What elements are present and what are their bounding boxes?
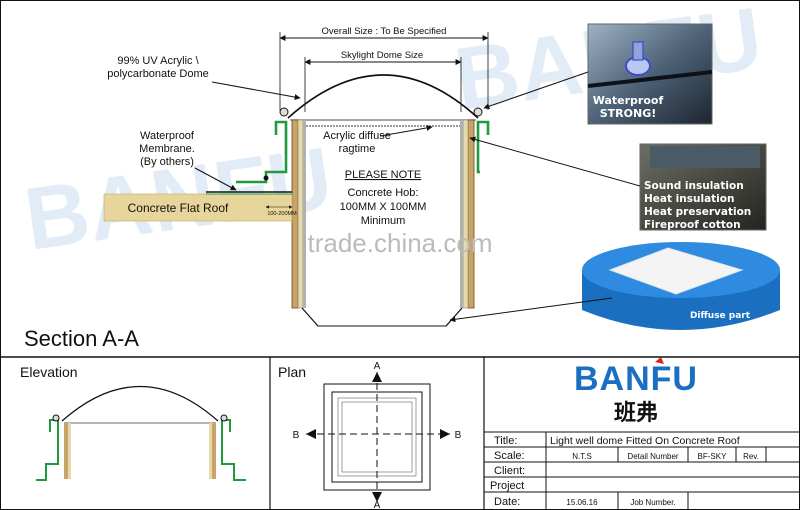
insulation-line1: Sound insulation — [644, 180, 744, 192]
rev-label: Rev. — [743, 452, 759, 461]
overall-size-label: Overall Size : To Be Specified — [322, 26, 447, 37]
waterproof-photo-line1: Waterproof — [593, 94, 664, 107]
acrylic-dome — [287, 74, 479, 119]
elevation-label: Elevation — [20, 364, 78, 380]
note-line3: Minimum — [361, 215, 406, 227]
bottom-diffuser — [301, 307, 463, 327]
note-title: PLEASE NOTE — [345, 169, 421, 181]
diffuse-label-line1: Acrylic diffuse — [323, 130, 391, 142]
detail-label: Detail Number — [627, 452, 678, 461]
diffuse-label-line2: ragtime — [339, 143, 376, 155]
plan-a-top: A — [374, 361, 381, 372]
project-label: Project — [490, 480, 524, 492]
diffuse-part-illustration: Diffuse part — [582, 242, 780, 330]
dome-label-line1: 99% UV Acrylic \ — [117, 55, 199, 67]
membrane-label-line1: Waterproof — [140, 130, 195, 142]
watermark-text: trade.china.com — [308, 228, 493, 258]
insulation-line4: Fireproof cotton — [644, 219, 741, 231]
roof-label: Concrete Flat Roof — [128, 201, 229, 215]
plan-a-bottom: A — [374, 500, 381, 510]
scale-value: N.T.S — [572, 452, 592, 461]
banfu-logo: BANFU 班弗 — [574, 357, 698, 426]
membrane-label-line3: (By others) — [140, 156, 194, 168]
title-label: Title: — [494, 435, 517, 447]
title-value: Light well dome Fitted On Concrete Roof — [550, 435, 740, 447]
date-label: Date: — [494, 496, 520, 508]
note-line1: Concrete Hob: — [348, 187, 419, 199]
skylight-size-label: Skylight Dome Size — [341, 50, 423, 61]
plan-b-right: B — [455, 430, 462, 441]
insulation-line3: Heat preservation — [644, 206, 751, 218]
right-flashing — [476, 120, 490, 174]
right-upstand — [460, 119, 475, 309]
insulation-line2: Heat insulation — [644, 193, 734, 205]
date-value: 15.06.16 — [566, 498, 598, 507]
job-label: Job Number. — [630, 498, 675, 507]
plan-b-left: B — [293, 430, 300, 441]
concrete-flat-roof — [103, 193, 293, 222]
left-flashing — [236, 120, 288, 184]
scale-label: Scale: — [494, 450, 525, 462]
hob-dimension: 100-200MM — [267, 211, 297, 217]
plan-label: Plan — [278, 364, 306, 380]
membrane-label-line2: Membrane. — [139, 143, 195, 155]
insulation-photo: Sound insulation Heat insulation Heat pr… — [639, 143, 767, 231]
diffuse-part-label: Diffuse part — [690, 311, 751, 321]
detail-value: BF-SKY — [698, 452, 728, 461]
waterproof-photo: Waterproof STRONG! — [587, 23, 713, 125]
title-block — [484, 431, 800, 510]
section-title: Section A-A — [24, 326, 139, 351]
brand-name: BANFU — [574, 360, 698, 398]
note-line2: 100MM X 100MM — [340, 201, 427, 213]
dome-label-line2: polycarbonate Dome — [107, 68, 209, 80]
client-label: Client: — [494, 465, 525, 477]
brand-chinese: 班弗 — [614, 401, 658, 426]
plan-view — [306, 372, 450, 502]
waterproof-photo-line2: STRONG! — [600, 107, 657, 120]
elevation-dome — [61, 385, 219, 422]
